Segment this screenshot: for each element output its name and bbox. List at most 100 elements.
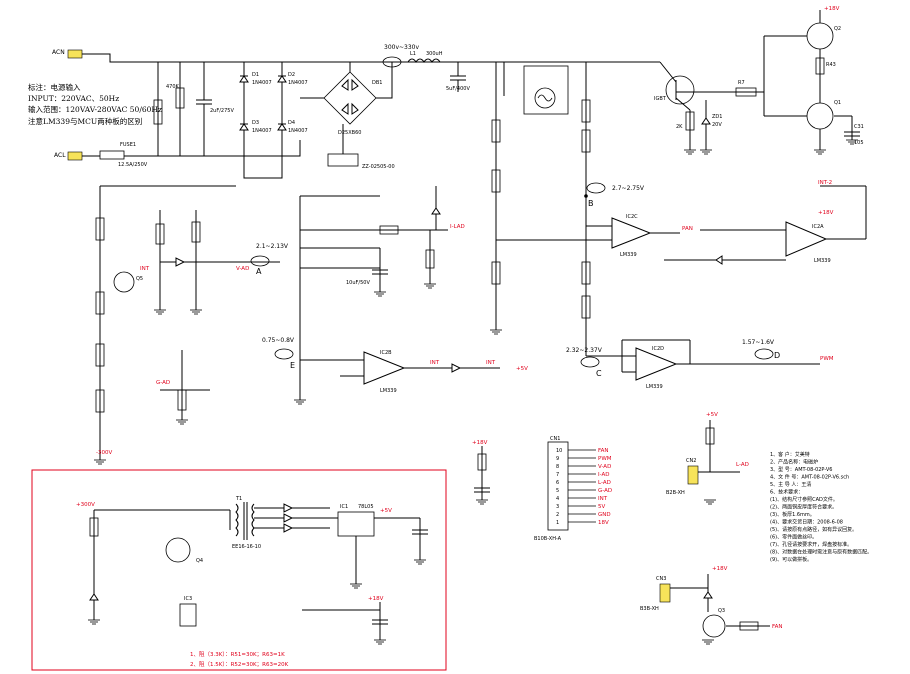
pwm-signal: PWM: [820, 356, 834, 362]
spec-line: 5、主 导 人：王清: [770, 481, 811, 488]
cn1-pin-label: PWM: [598, 456, 612, 462]
spec-line: (8)、对数据在处理时需注意与原有数据匹配。: [770, 549, 872, 556]
cn3-connector[interactable]: CN3 B3B-XH Q3 FAN +18V: [640, 566, 783, 638]
ic2b-comparator: [363, 351, 406, 385]
cn1-pin-label: G-AD: [598, 488, 612, 494]
node-a-marker: [250, 255, 270, 267]
acl-connector[interactable]: [67, 151, 83, 161]
cn1-pin-label: GND: [598, 512, 611, 518]
q1-transistor: [806, 102, 834, 130]
ground-icon: [846, 139, 858, 145]
v5-range-label: 0.75~0.8V: [262, 337, 295, 344]
t1-label: T1: [235, 496, 242, 502]
spec-line: (6)、零件面做丝印。: [770, 534, 817, 541]
spec-line: 6、技术要求：: [770, 489, 803, 496]
cn2-label: CN2: [686, 458, 696, 464]
lad-signal: L-AD: [736, 462, 749, 468]
ground-icon: [154, 309, 166, 315]
d4-label: D4: [288, 120, 295, 126]
gad-signal: G-AD: [156, 380, 170, 386]
acn-label: ACN: [52, 49, 65, 56]
ground-symbols: [88, 139, 858, 645]
resonant-section: 2.7~2.75V B IGBT 2K ZD1 20V R7 Q2 Q1 +18…: [491, 6, 864, 330]
ic1-label: IC1: [340, 504, 348, 510]
cn1-pin-label: V-AD: [598, 464, 611, 470]
fan-supply: +18V: [712, 566, 728, 572]
d18-diode: [451, 363, 462, 373]
q1-label: Q1: [834, 100, 841, 106]
q5-transistor: [113, 271, 135, 293]
spec-line: (3)、板厚1.6mm。: [770, 511, 815, 518]
pan-coil: [534, 87, 556, 109]
ground-icon: [476, 499, 488, 505]
aux-power-frame: [31, 469, 447, 671]
d2-diode: [277, 75, 287, 83]
l1-inductor: [407, 58, 441, 63]
r7-label: R7: [738, 80, 745, 86]
ic2d-label: IC2D: [652, 346, 664, 352]
note-input: INPUT：220VAC、50Hz: [28, 94, 119, 103]
cn3-label: CN3: [656, 576, 666, 582]
ground-icon: [176, 419, 188, 425]
spec-line: 3、型 号：AMT-08-02P-V6: [770, 466, 832, 473]
q4-transistor: [165, 537, 191, 563]
d3-diode: [239, 123, 249, 131]
cn2-connector[interactable]: CN2 B2B-XH L-AD +5V: [666, 412, 749, 496]
varistor: [153, 99, 163, 125]
ground-icon: [88, 619, 100, 625]
vad-signal: V-AD: [236, 266, 249, 272]
spec-line: (1)、结构尺寸参照CAD文件。: [770, 496, 838, 503]
v3-range-label: 2.32~2.37V: [566, 347, 603, 354]
cn1-pin-number: 4: [556, 496, 559, 502]
d3-value: 1N4007: [252, 128, 272, 134]
d4-value: 1N4007: [288, 128, 308, 134]
ground-icon: [374, 639, 386, 645]
ic2d-comparator: [635, 347, 678, 381]
ic2c-comparator: [611, 217, 652, 249]
v2-range-label: 2.7~2.75V: [612, 185, 645, 192]
cn1-label: CN1: [550, 436, 560, 442]
note-warn: 注意LM339与MCU两种板的区别: [28, 116, 142, 126]
ground-icon: [190, 309, 202, 315]
cn1-pin-number: 9: [556, 456, 559, 462]
pan-signal: PAN: [682, 226, 693, 232]
ic2c-label: IC2C: [626, 214, 638, 220]
node-b-label: B: [588, 199, 594, 208]
r1-value: 470K: [166, 84, 180, 90]
ground-icon: [490, 329, 502, 335]
int2-signal: INT-2: [818, 180, 832, 186]
ic1-value: 78L05: [358, 504, 374, 510]
spec-line: (4)、要求交货日期：2008-6-08: [770, 519, 843, 526]
q5-int-signal: INT: [140, 266, 150, 272]
int-out-signal: INT: [430, 360, 440, 366]
ground-icon: [704, 499, 716, 505]
note-title: 标注：电源输入: [28, 82, 81, 92]
zd1-label: ZD1: [712, 114, 722, 120]
cn1-pin-label: L-AD: [598, 480, 611, 486]
ic3-optocoupler: [179, 603, 197, 627]
c2-value: 5uF/400V: [446, 86, 470, 92]
node-c-marker: [580, 356, 600, 368]
fuse: [99, 150, 125, 160]
cn1-pin-label: INT: [598, 496, 608, 502]
comparator-section: IC2C LM339 PAN IC2A LM339 INT-2 +18V IC2…: [95, 180, 867, 460]
ic2a-supply: +18V: [818, 210, 834, 216]
r43-label: R43: [826, 62, 836, 68]
aux-18-label: +18V: [368, 596, 384, 602]
neg300-label: -300V: [96, 450, 112, 456]
cn1-part: B10B-XH-A: [534, 536, 562, 542]
q2-supply: +18V: [824, 6, 840, 12]
node-b-marker: [586, 182, 606, 194]
acn-connector[interactable]: [67, 49, 83, 59]
c31-label: C31: [854, 124, 864, 130]
node-e-marker: [274, 348, 294, 360]
aux-note-1: 1、阻（3.3K）：R51=30K；R63=1K: [190, 650, 285, 658]
ground-icon: [700, 149, 712, 155]
v4-range-label: 1.57~1.6V: [742, 339, 775, 346]
int-signal: INT: [486, 360, 496, 366]
ic2a-comparator: [785, 221, 828, 257]
node-d-marker: [754, 348, 774, 360]
d5-diode: [175, 257, 186, 267]
